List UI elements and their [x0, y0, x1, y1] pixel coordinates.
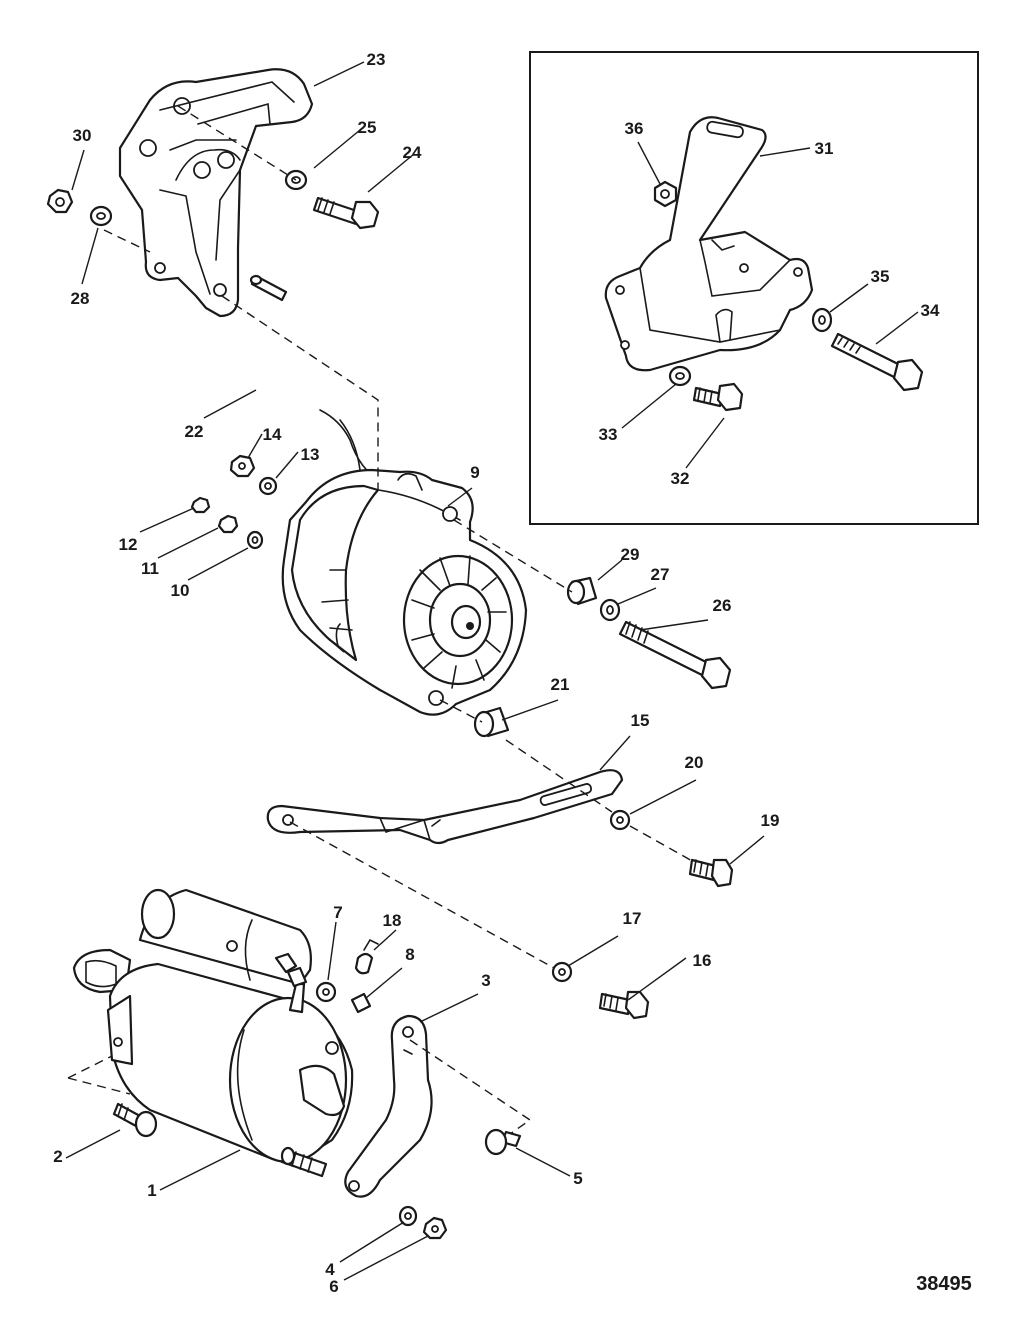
variant-washer: [668, 365, 692, 387]
callout-31: 31: [815, 139, 834, 158]
callout-3: 3: [481, 971, 490, 990]
callout-22: 22: [185, 422, 204, 441]
callout-5: 5: [573, 1169, 582, 1188]
callout-36: 36: [625, 119, 644, 138]
callout-4: 4: [325, 1260, 335, 1279]
pivot-washer: [599, 598, 621, 622]
callout-32: 32: [671, 469, 690, 488]
callout-13: 13: [301, 445, 320, 464]
alternator: [281, 468, 528, 716]
callout-12: 12: [119, 535, 138, 554]
wire-terminal: [354, 938, 379, 975]
terminal-nut-tiny: [190, 496, 211, 514]
callout-16: 16: [693, 951, 712, 970]
assembly-line: [177, 105, 297, 181]
callout-14: 14: [263, 425, 282, 444]
callout-17: 17: [623, 909, 642, 928]
callout-20: 20: [685, 753, 704, 772]
variant-bolt-long: [830, 332, 924, 392]
adjust-bolt: [688, 858, 734, 888]
callout-21: 21: [551, 675, 570, 694]
brace-mount-bolt: [598, 990, 650, 1020]
figure-id: 38495: [916, 1273, 972, 1295]
starter-motor: [72, 888, 354, 1178]
variant-washer-2: [811, 307, 833, 333]
terminal-nut-small: [217, 514, 239, 534]
starter-brace: [344, 1014, 433, 1198]
terminal-nut: [229, 454, 256, 478]
callout-26: 26: [713, 596, 732, 615]
terminal-washer-2: [258, 476, 278, 496]
callout-15: 15: [631, 711, 650, 730]
adjusting-brace: [266, 769, 624, 845]
callout-10: 10: [171, 581, 190, 600]
variant-nut: [653, 180, 678, 208]
callout-7: 7: [333, 903, 342, 922]
brace-mount-washer: [551, 961, 573, 983]
callout-11: 11: [141, 559, 159, 578]
callout-8: 8: [405, 945, 414, 964]
terminal-washer: [246, 530, 264, 550]
callout-34: 34: [921, 301, 940, 320]
bracket-washer-2: [89, 205, 113, 227]
callout-27: 27: [651, 565, 670, 584]
callout-30: 30: [73, 126, 92, 145]
callout-1: 1: [147, 1181, 156, 1200]
bracket-nut: [46, 188, 74, 214]
solenoid-clip: [350, 992, 372, 1014]
callout-9: 9: [470, 463, 479, 482]
callout-35: 35: [871, 267, 890, 286]
callout-25: 25: [358, 118, 377, 137]
solenoid-washer: [315, 981, 337, 1003]
brace-bolt: [484, 1128, 522, 1156]
starter-nut: [422, 1216, 448, 1240]
alt-bracket-variant: [604, 116, 814, 372]
callout-2: 2: [53, 1147, 62, 1166]
bracket-bolt: [312, 196, 380, 230]
callout-29: 29: [621, 545, 640, 564]
callout-19: 19: [761, 811, 780, 830]
alternator-bracket: [118, 68, 314, 318]
callout-28: 28: [71, 289, 90, 308]
pin: [249, 274, 288, 302]
lower-spacer: [473, 706, 510, 738]
callout-23: 23: [367, 50, 386, 69]
starter-bolt: [112, 1102, 158, 1138]
variant-bolt-short: [692, 382, 744, 412]
adjust-washer: [609, 809, 631, 831]
pivot-bolt: [618, 620, 732, 690]
callout-24: 24: [403, 143, 422, 162]
callout-18: 18: [383, 911, 402, 930]
callout-6: 6: [329, 1277, 338, 1296]
pivot-spacer: [566, 576, 598, 606]
callout-33: 33: [599, 425, 618, 444]
starter-washer: [398, 1205, 418, 1227]
bracket-washer: [284, 169, 308, 191]
inset-frame: [529, 51, 979, 525]
